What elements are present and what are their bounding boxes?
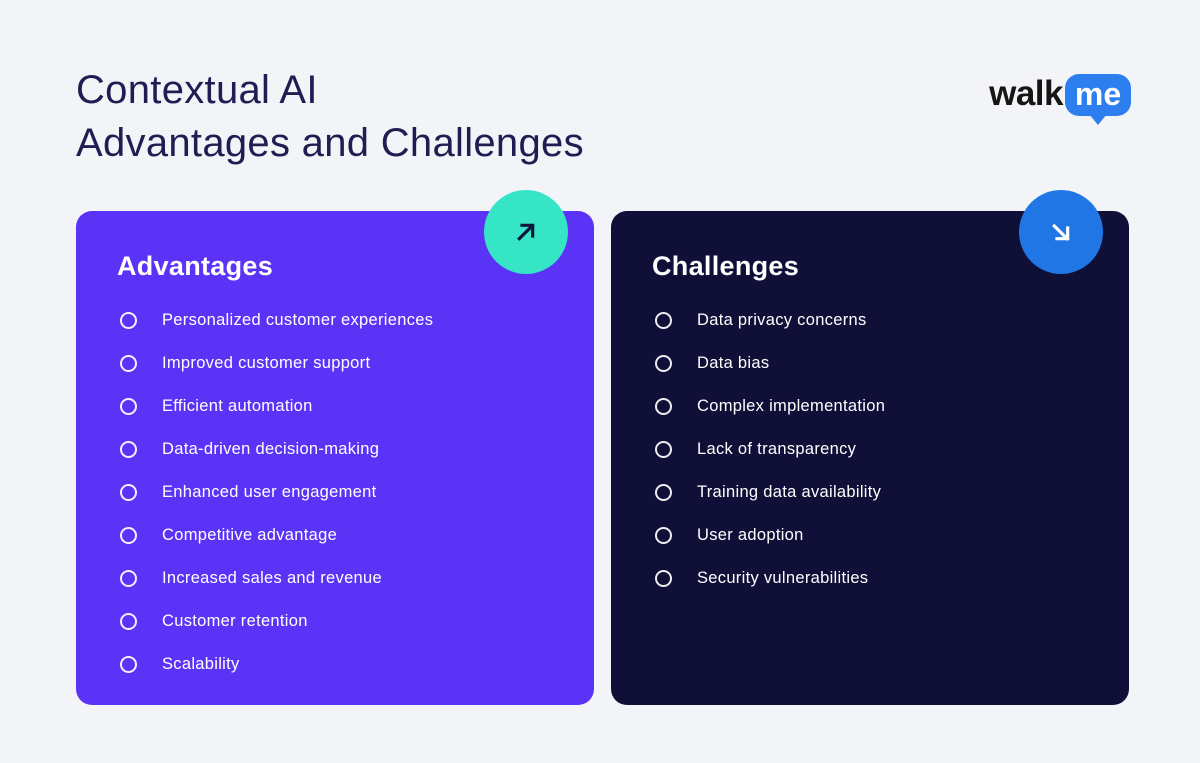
challenges-card-title: Challenges (652, 251, 800, 281)
circle-bullet-icon (120, 484, 137, 501)
list-item: Data privacy concerns (611, 299, 1129, 342)
list-item: Competitive advantage (76, 514, 594, 557)
list-item: Increased sales and revenue (76, 557, 594, 600)
list-item: Data bias (611, 342, 1129, 385)
list-item-label: Security vulnerabilities (697, 569, 869, 587)
circle-bullet-icon (120, 570, 137, 587)
list-item-label: Lack of transparency (697, 440, 857, 458)
challenges-list: Data privacy concerns Data bias Complex … (611, 299, 1129, 600)
list-item: Efficient automation (76, 385, 594, 428)
list-item-label: Data privacy concerns (697, 311, 867, 329)
list-item-label: Training data availability (697, 483, 882, 501)
list-item-label: Complex implementation (697, 397, 886, 415)
walkme-logo-walk-text: walk (989, 73, 1063, 113)
circle-bullet-icon (655, 527, 672, 544)
list-item: Customer retention (76, 600, 594, 643)
list-item-label: Data-driven decision-making (162, 440, 380, 458)
circle-bullet-icon (655, 355, 672, 372)
list-item: Data-driven decision-making (76, 428, 594, 471)
list-item-label: Increased sales and revenue (162, 569, 382, 587)
list-item: Security vulnerabilities (611, 557, 1129, 600)
advantages-list: Personalized customer experiences Improv… (76, 299, 594, 686)
circle-bullet-icon (120, 656, 137, 673)
walkme-logo-speech-bubble: me (1065, 74, 1131, 125)
list-item-label: User adoption (697, 526, 804, 544)
arrow-down-right-icon (1052, 223, 1070, 241)
challenges-card: Challenges Data privacy concerns Data bi… (611, 190, 1129, 705)
circle-bullet-icon (655, 484, 672, 501)
list-item: Complex implementation (611, 385, 1129, 428)
list-item-label: Customer retention (162, 612, 308, 630)
page-title-line2: Advantages and Challenges (76, 121, 584, 165)
circle-bullet-icon (120, 355, 137, 372)
advantages-card: Advantages Personalized customer experie… (76, 190, 594, 705)
list-item: Training data availability (611, 471, 1129, 514)
list-item-label: Competitive advantage (162, 526, 338, 544)
walkme-logo-me-text: me (1074, 75, 1122, 112)
list-item-label: Improved customer support (162, 354, 371, 372)
circle-bullet-icon (120, 527, 137, 544)
circle-bullet-icon (655, 570, 672, 587)
circle-bullet-icon (655, 312, 672, 329)
walkme-logo: walk me (989, 72, 1131, 125)
challenges-badge (1019, 190, 1103, 274)
circle-bullet-icon (120, 398, 137, 415)
page-title-line1: Contextual AI (76, 68, 318, 112)
circle-bullet-icon (120, 312, 137, 329)
circle-bullet-icon (655, 398, 672, 415)
list-item: Improved customer support (76, 342, 594, 385)
advantages-badge (484, 190, 568, 274)
list-item-label: Enhanced user engagement (162, 483, 377, 501)
list-item-label: Personalized customer experiences (162, 311, 434, 329)
page-title: Contextual AI Advantages and Challenges (76, 64, 584, 170)
advantages-card-title: Advantages (117, 251, 274, 281)
list-item-label: Scalability (162, 655, 240, 673)
list-item: Scalability (76, 643, 594, 686)
circle-bullet-icon (120, 441, 137, 458)
list-item: User adoption (611, 514, 1129, 557)
list-item-label: Efficient automation (162, 397, 313, 415)
list-item: Lack of transparency (611, 428, 1129, 471)
arrow-up-right-icon (517, 223, 535, 241)
circle-bullet-icon (655, 441, 672, 458)
list-item: Personalized customer experiences (76, 299, 594, 342)
list-item-label: Data bias (697, 354, 770, 372)
list-item: Enhanced user engagement (76, 471, 594, 514)
circle-bullet-icon (120, 613, 137, 630)
